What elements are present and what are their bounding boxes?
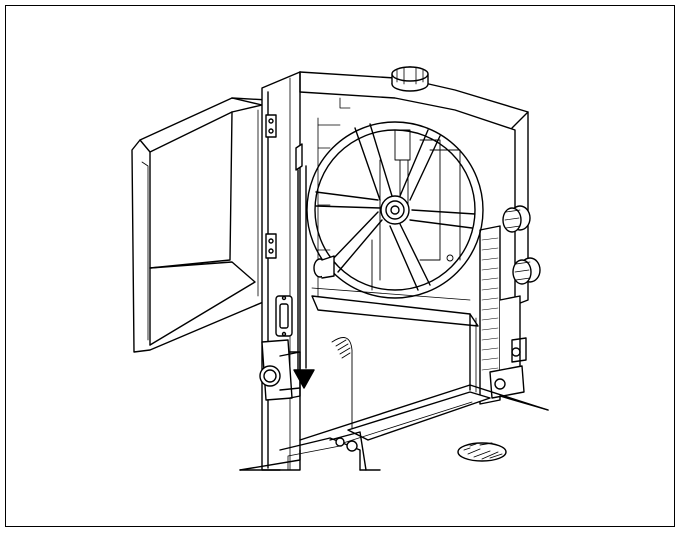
- lower-hinge: [266, 234, 276, 258]
- table-insert: [458, 443, 506, 461]
- tracking-knob-lower: [513, 258, 540, 284]
- tension-knob: [392, 67, 428, 91]
- upper-hinge: [266, 115, 276, 137]
- door-latch: [276, 296, 292, 336]
- blade-guard: [312, 288, 478, 392]
- saw-table: [240, 385, 548, 470]
- upper-wheel: [307, 122, 483, 298]
- wheel-lock-handle: [260, 340, 300, 400]
- tension-spring: [332, 338, 352, 431]
- down-arrow-indicator: [294, 144, 314, 388]
- open-door: [132, 98, 268, 352]
- tracking-knob-upper: [503, 206, 530, 232]
- blade-guide-post: [480, 226, 526, 404]
- frame-column: [262, 72, 300, 470]
- adjustment-knob: [314, 256, 334, 278]
